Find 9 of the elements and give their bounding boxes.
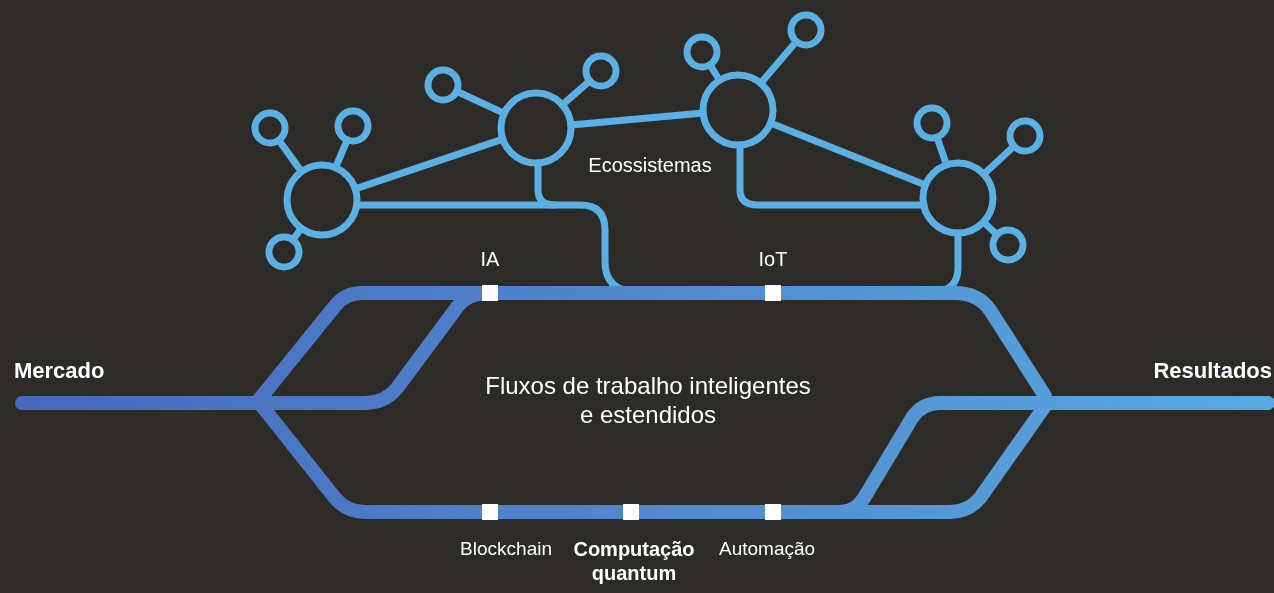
station-label: Blockchain xyxy=(459,538,552,561)
cluster-label: Ecossistemas xyxy=(587,153,713,177)
station-label: IoT xyxy=(757,247,789,271)
endpoint-label: Mercado xyxy=(14,358,106,385)
station-label: Automação xyxy=(719,538,817,561)
station-label: Computação quantum xyxy=(572,537,696,585)
station-label: IA xyxy=(479,247,501,271)
center-label: Fluxos de trabalho inteligentes e estendidos xyxy=(484,372,812,430)
endpoint-label: Resultados xyxy=(1152,358,1272,385)
